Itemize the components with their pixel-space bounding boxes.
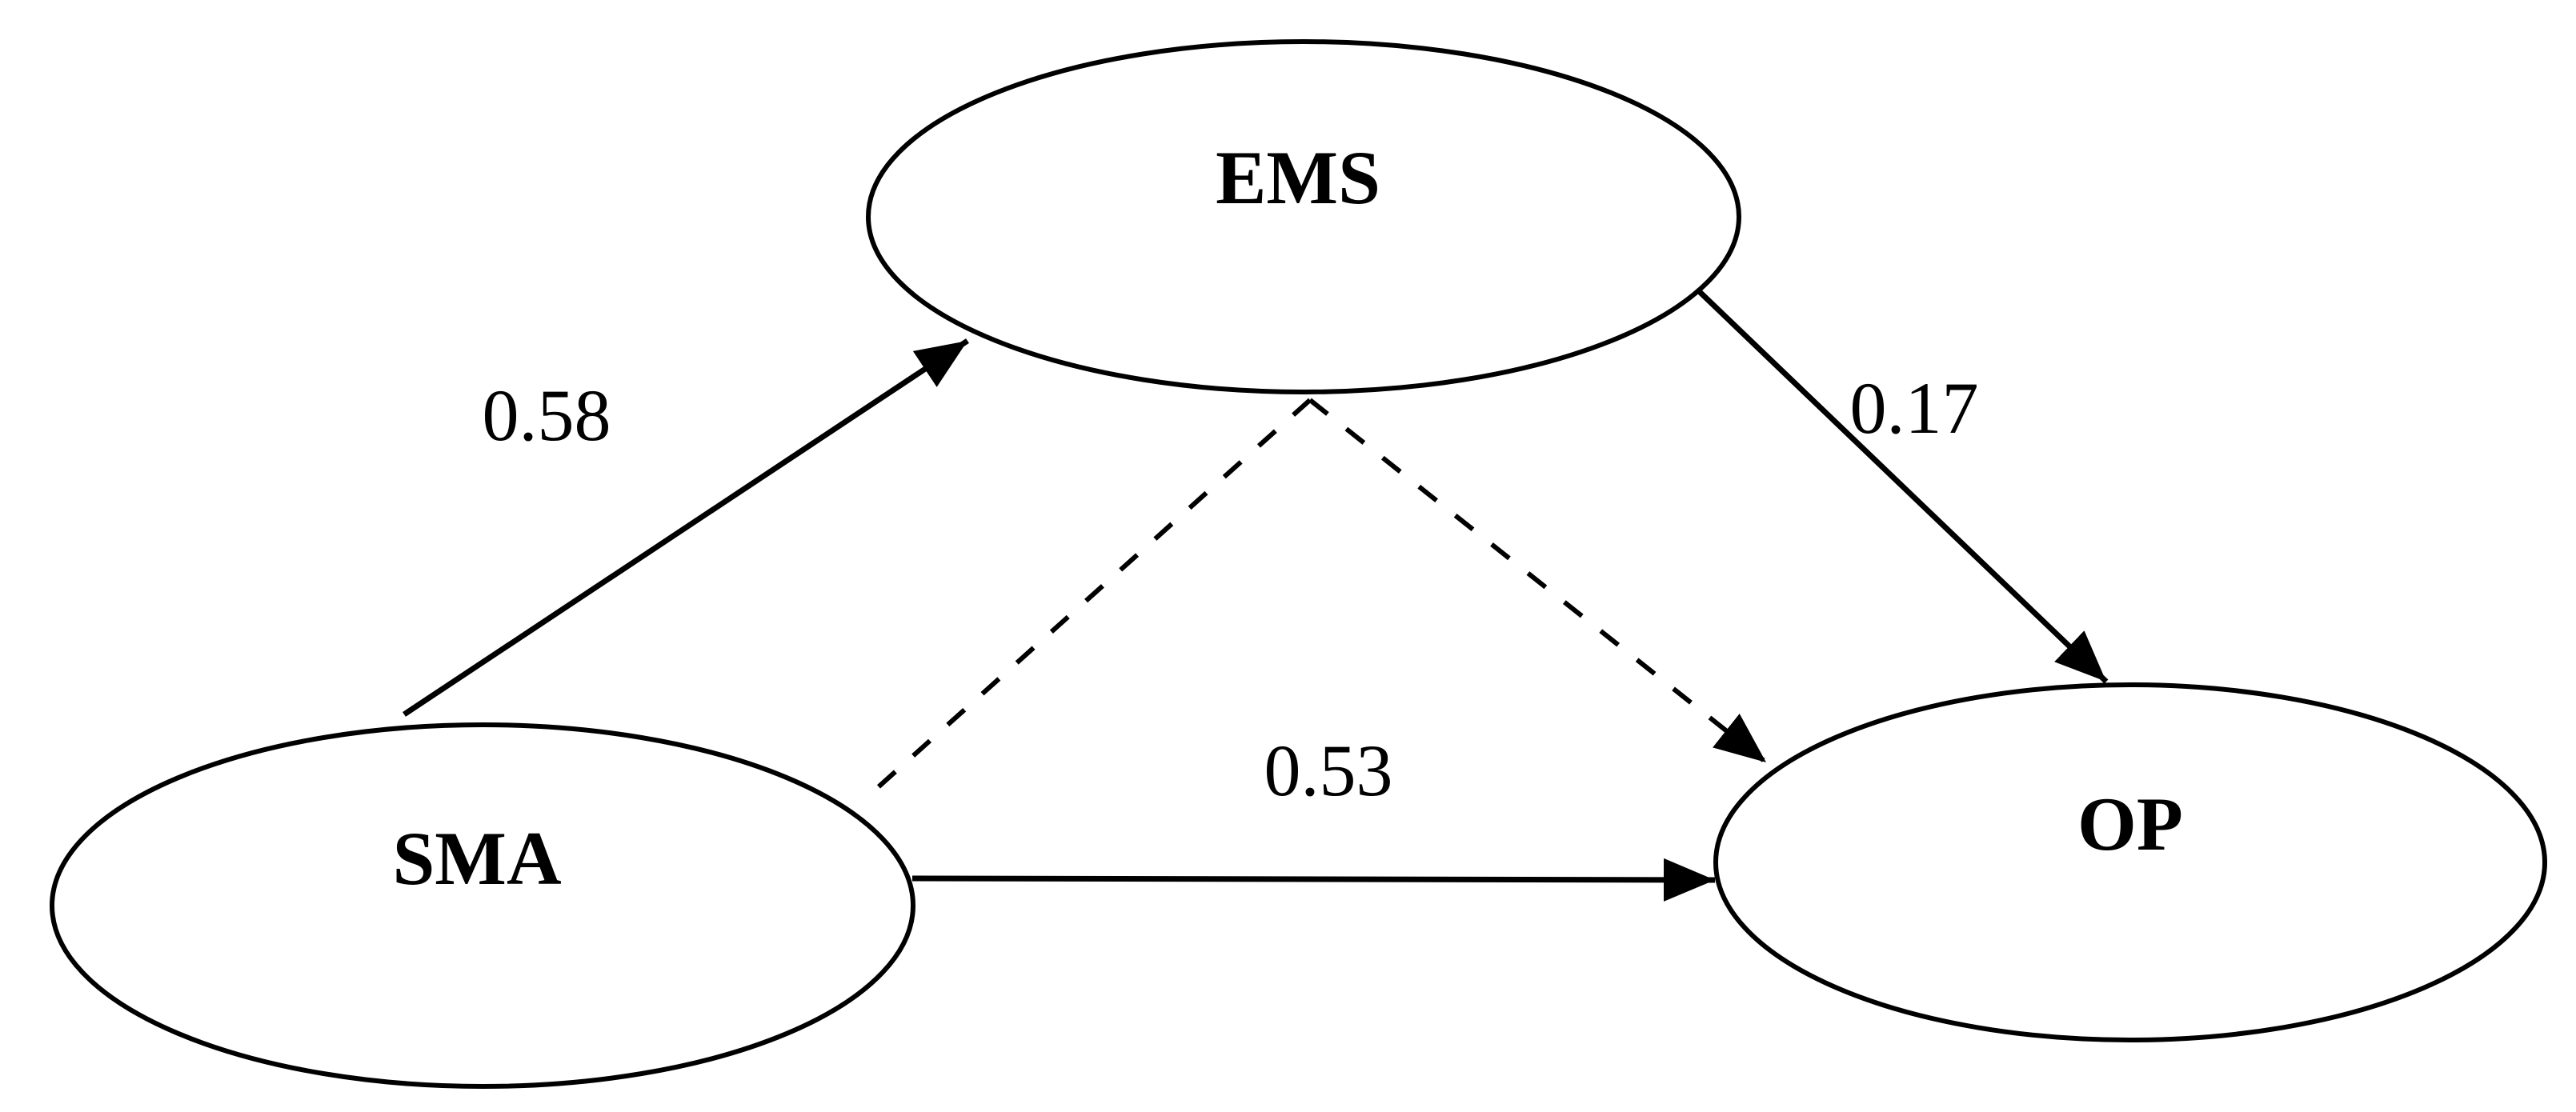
edge-indirect-ems-to-op-dashed (1308, 398, 1768, 765)
edge-ems-to-op (1696, 288, 2109, 684)
node-ellipse-ems (866, 39, 1741, 394)
edge-indirect-sma-to-ems-dashed (866, 398, 1312, 798)
node-ellipse-op (1713, 682, 2547, 1042)
coefficient-sma-to-op: 0.53 (1264, 730, 1393, 811)
node-label-ems: EMS (1216, 135, 1380, 220)
node-ellipse-sma (50, 722, 915, 1089)
coefficient-ems-to-op: 0.17 (1850, 367, 1979, 449)
node-label-op: OP (2077, 782, 2183, 866)
node-label-sma: SMA (392, 816, 561, 901)
edge-sma-to-ems (403, 338, 969, 717)
edge-sma-to-op (911, 858, 1716, 902)
coefficient-sma-to-ems: 0.58 (483, 374, 611, 456)
